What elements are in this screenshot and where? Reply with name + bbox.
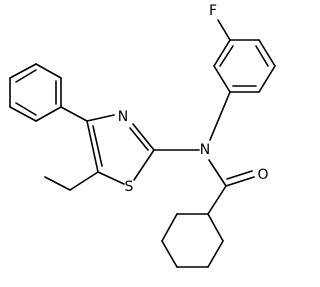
oxygen-atom-label: O xyxy=(257,167,268,183)
molecule-structure: F N N S O xyxy=(9,3,276,268)
phenyl-thiazole-bond xyxy=(60,106,88,122)
fluorophenyl-ring xyxy=(209,19,276,141)
ethyl-group xyxy=(44,171,99,191)
thiazole-ring xyxy=(86,114,155,185)
amide-group xyxy=(207,159,255,215)
amide-nitrogen-label: N xyxy=(200,142,210,158)
sulfur-atom-label: S xyxy=(125,179,134,195)
phenyl-ring xyxy=(9,63,62,122)
ring-nitrogen-label: N xyxy=(118,109,128,125)
fluorine-atom-label: F xyxy=(209,3,217,19)
cyclohexane-ring xyxy=(161,213,224,268)
